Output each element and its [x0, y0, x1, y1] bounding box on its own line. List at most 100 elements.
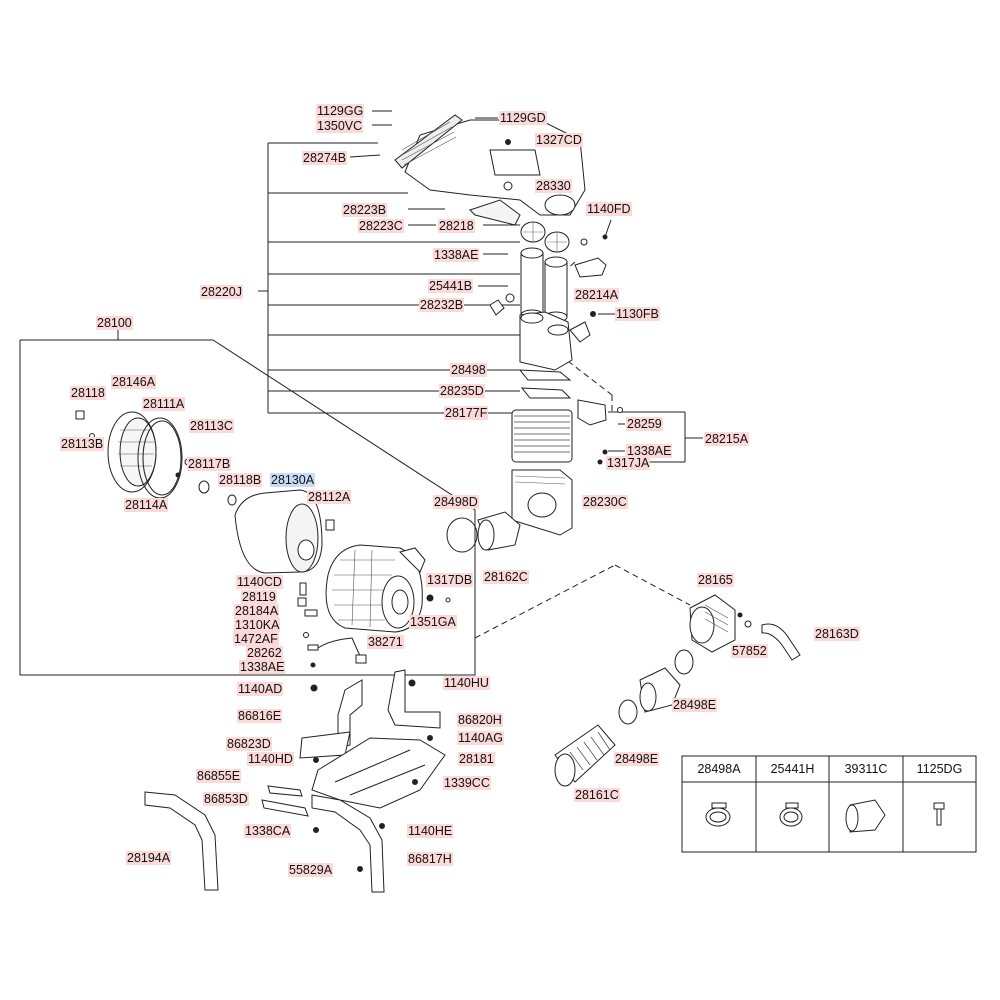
air-cleaner-housing: [325, 544, 426, 633]
hose-connector-icon: [845, 799, 886, 833]
label-1140CD[interactable]: 1140CD: [236, 575, 283, 589]
label-86853D[interactable]: 86853D: [203, 792, 249, 806]
small-hose-clamp-icon: [779, 802, 803, 827]
label-28130A[interactable]: 28130A: [270, 473, 316, 487]
hose-clamp-icon: [705, 802, 731, 827]
label-28274B[interactable]: 28274B: [302, 151, 348, 165]
label-28498E-2[interactable]: 28498E: [614, 752, 660, 766]
label-28111A[interactable]: 28111A: [142, 397, 186, 411]
o-rings-28117B: [198, 480, 237, 506]
base-plate-28181: [311, 735, 446, 809]
label-1327CD[interactable]: 1327CD: [535, 133, 583, 147]
label-28119[interactable]: 28119: [241, 590, 277, 604]
label-28163D[interactable]: 28163D: [814, 627, 860, 641]
air-manifold: [519, 311, 596, 371]
label-28232B[interactable]: 28232B: [419, 298, 465, 312]
label-28330[interactable]: 28330: [535, 179, 572, 193]
label-86855E[interactable]: 86855E: [196, 769, 242, 783]
label-1338AE-right[interactable]: 1338AE: [626, 444, 673, 458]
elbow-hose: [639, 667, 681, 713]
label-1338AE-mid[interactable]: 1338AE: [239, 660, 286, 674]
bracket-86823D: [299, 731, 351, 759]
bellows-hose-28161C: [554, 724, 616, 787]
label-57852[interactable]: 57852: [731, 644, 768, 658]
filter-element-28130A: [234, 489, 335, 574]
label-28230C[interactable]: 28230C: [582, 495, 628, 509]
bracket-86820H: [387, 669, 441, 729]
label-1338AE-top[interactable]: 1338AE: [433, 248, 480, 262]
label-1472AF[interactable]: 1472AF: [233, 632, 279, 646]
hose-28163D: [761, 623, 801, 661]
label-28165[interactable]: 28165: [697, 573, 734, 587]
legend-header-28498A[interactable]: 28498A: [697, 762, 741, 776]
label-28118B[interactable]: 28118B: [218, 473, 263, 487]
label-55829A[interactable]: 55829A: [288, 863, 334, 877]
label-28218[interactable]: 28218: [438, 219, 475, 233]
label-28114A[interactable]: 28114A: [124, 498, 169, 512]
legend-header-39311C[interactable]: 39311C: [844, 762, 888, 776]
label-28498-top[interactable]: 28498: [450, 363, 487, 377]
label-38271[interactable]: 38271: [367, 635, 404, 649]
label-28220J[interactable]: 28220J: [200, 285, 244, 299]
label-1317DB[interactable]: 1317DB: [426, 573, 474, 587]
arm-28194A: [144, 791, 219, 891]
label-28498E-1[interactable]: 28498E: [672, 698, 718, 712]
hose-28162C: [477, 511, 521, 551]
label-28118[interactable]: 28118: [70, 386, 106, 400]
label-1317JA[interactable]: 1317JA: [606, 456, 651, 470]
label-28215A[interactable]: 28215A: [704, 432, 750, 446]
label-28235D[interactable]: 28235D: [439, 384, 485, 398]
label-28262[interactable]: 28262: [246, 646, 283, 660]
label-1140AD[interactable]: 1140AD: [237, 682, 284, 696]
label-28112A[interactable]: 28112A: [307, 490, 352, 504]
label-28181[interactable]: 28181: [458, 752, 495, 766]
label-28214A[interactable]: 28214A: [574, 288, 620, 302]
label-1129GG[interactable]: 1129GG: [316, 104, 365, 118]
assembly-28100-outline: [19, 339, 476, 676]
label-1350VC[interactable]: 1350VC: [316, 119, 364, 133]
label-1310KA[interactable]: 1310KA: [234, 618, 281, 632]
label-28146A[interactable]: 28146A: [111, 375, 157, 389]
label-86823D[interactable]: 86823D: [226, 737, 272, 751]
label-1129GD[interactable]: 1129GD: [499, 111, 547, 125]
clamp-28498D: [446, 517, 478, 553]
label-28194A[interactable]: 28194A: [126, 851, 172, 865]
label-28184A[interactable]: 28184A: [234, 604, 280, 618]
corrugated-duct-28177F: [511, 409, 573, 463]
label-1140HU[interactable]: 1140HU: [443, 676, 490, 690]
label-1140HE[interactable]: 1140HE: [407, 824, 454, 838]
label-28113B[interactable]: 28113B: [60, 437, 105, 451]
label-1339CC[interactable]: 1339CC: [443, 776, 491, 790]
label-28117B[interactable]: 28117B: [187, 457, 232, 471]
label-86816E[interactable]: 86816E: [237, 709, 283, 723]
part-28218: [520, 219, 612, 278]
clamps-28498E: [618, 649, 694, 725]
label-1140AG[interactable]: 1140AG: [457, 731, 504, 745]
gasket-28498: [518, 369, 572, 399]
label-86820H[interactable]: 86820H: [457, 713, 503, 727]
strip-86853D: [261, 785, 309, 817]
label-28259[interactable]: 28259: [626, 417, 663, 431]
label-1338CA[interactable]: 1338CA: [244, 824, 292, 838]
label-1140HD[interactable]: 1140HD: [247, 752, 294, 766]
label-28100[interactable]: 28100: [96, 316, 133, 330]
label-28113C[interactable]: 28113C: [189, 419, 234, 433]
label-86817H[interactable]: 86817H: [407, 852, 453, 866]
bracket-86816E: [310, 679, 363, 749]
label-28223C[interactable]: 28223C: [358, 219, 404, 233]
parts-legend-table: [681, 755, 977, 853]
label-28498D[interactable]: 28498D: [433, 495, 479, 509]
arm-86817H: [311, 794, 385, 893]
legend-header-1125DG[interactable]: 1125DG: [916, 762, 963, 776]
label-1351GA[interactable]: 1351GA: [409, 615, 457, 629]
label-1140FD[interactable]: 1140FD: [586, 202, 632, 216]
label-28223B[interactable]: 28223B: [342, 203, 388, 217]
label-28177F[interactable]: 28177F: [444, 406, 489, 420]
bracket-28259: [577, 399, 623, 465]
legend-header-25441H[interactable]: 25441H: [770, 762, 815, 776]
label-25441B[interactable]: 25441B: [428, 279, 474, 293]
label-28161C[interactable]: 28161C: [574, 788, 620, 802]
label-28162C[interactable]: 28162C: [483, 570, 529, 584]
label-1130FB[interactable]: 1130FB: [615, 307, 660, 321]
